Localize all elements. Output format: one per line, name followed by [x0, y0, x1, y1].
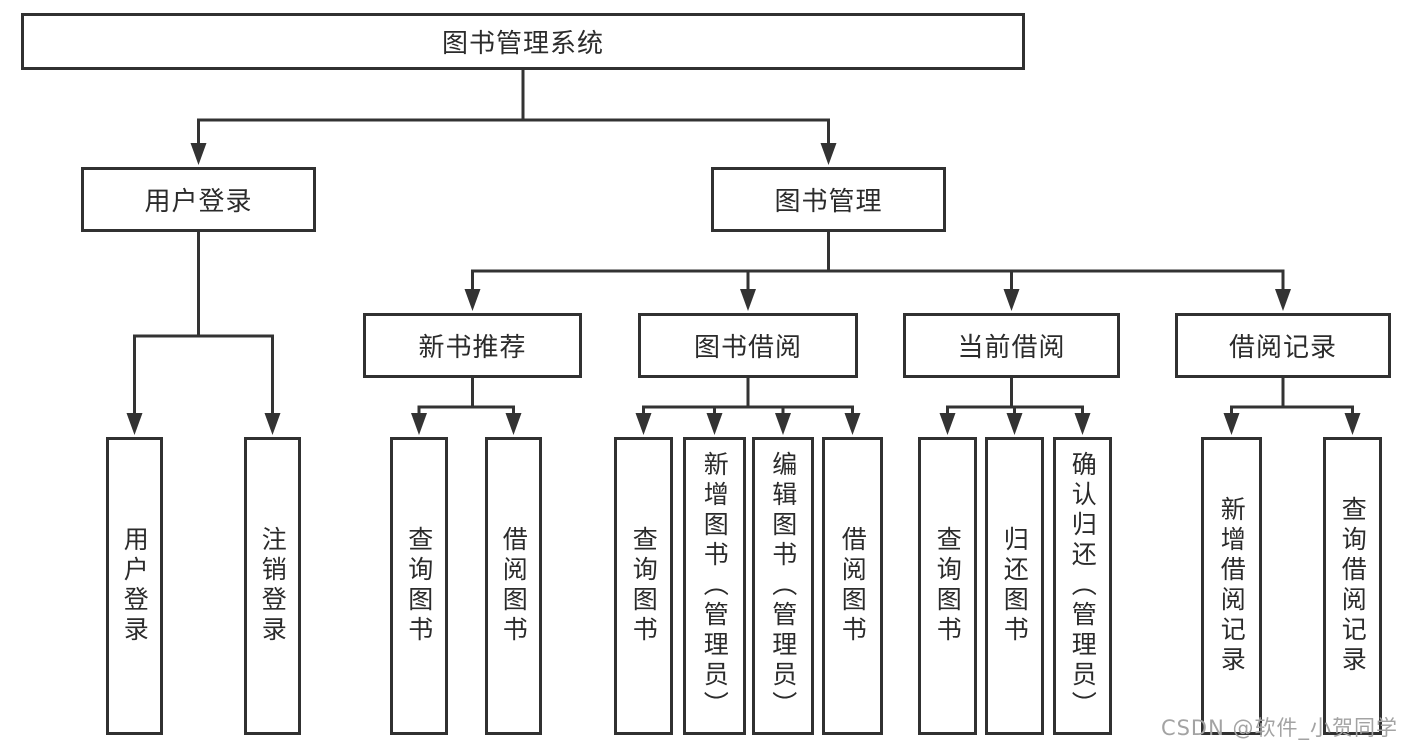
node-current-confirm-return-admin: 确认归还（管理员） [1053, 437, 1112, 735]
arrow-down-icon [264, 413, 281, 435]
node-label: 借阅图书 [838, 526, 868, 646]
arrow-down-icon [775, 413, 791, 435]
arrow-down-icon [126, 413, 143, 435]
node-borrowing-borrow-books: 借阅图书 [822, 437, 883, 735]
node-records-add-record: 新增借阅记录 [1201, 437, 1262, 735]
arrow-down-icon [411, 413, 427, 435]
arrow-down-icon [635, 413, 652, 435]
node-new-book-recommend: 新书推荐 [363, 313, 582, 378]
node-label: 确认归还（管理员） [1068, 451, 1098, 721]
arrow-down-icon [1275, 289, 1291, 311]
node-label: 查询图书 [404, 526, 434, 646]
node-current-return-books: 归还图书 [985, 437, 1044, 735]
arrow-down-icon [1223, 413, 1240, 435]
node-recommend-query-books: 查询图书 [390, 437, 448, 735]
connector-lines [133, 68, 1354, 415]
arrow-down-icon [1074, 413, 1091, 435]
node-label: 查询图书 [629, 526, 659, 646]
arrow-down-icon [505, 413, 522, 435]
node-book-borrowing: 图书借阅 [638, 313, 858, 378]
arrow-down-icon [740, 289, 756, 311]
arrow-down-icon [1344, 413, 1361, 435]
watermark: CSDN @软件_小贺同学 [1160, 716, 1398, 740]
arrow-down-icon [464, 289, 481, 311]
node-label: 注销登录 [258, 526, 288, 646]
node-records-query-record: 查询借阅记录 [1323, 437, 1382, 735]
arrow-down-icon [939, 413, 956, 435]
node-book-management: 图书管理 [711, 167, 946, 232]
node-borrowing-query-books: 查询图书 [614, 437, 673, 735]
node-borrow-records: 借阅记录 [1175, 313, 1391, 378]
node-user-login: 用户登录 [106, 437, 163, 735]
node-label: 新增图书（管理员） [700, 451, 730, 721]
node-label: 用户登录 [120, 526, 150, 646]
arrow-down-icon [820, 143, 837, 165]
arrowheads [126, 143, 1361, 435]
node-logout: 注销登录 [244, 437, 301, 735]
arrow-down-icon [844, 413, 861, 435]
node-label: 归还图书 [1000, 526, 1030, 646]
node-label: 查询图书 [933, 526, 963, 646]
node-borrowing-edit-books-admin: 编辑图书（管理员） [752, 437, 814, 735]
node-library-system: 图书管理系统 [21, 13, 1025, 70]
arrow-down-icon [706, 413, 723, 435]
arrow-down-icon [1003, 289, 1020, 311]
node-label: 编辑图书（管理员） [768, 451, 798, 721]
arrow-down-icon [1006, 413, 1023, 435]
node-recommend-borrow-books: 借阅图书 [485, 437, 542, 735]
node-current-borrowing: 当前借阅 [903, 313, 1120, 378]
node-label: 查询借阅记录 [1338, 496, 1368, 676]
node-user-login-group: 用户登录 [81, 167, 316, 232]
node-borrowing-add-books-admin: 新增图书（管理员） [683, 437, 746, 735]
arrow-down-icon [190, 143, 207, 165]
node-label: 借阅图书 [499, 526, 529, 646]
node-current-query-books: 查询图书 [918, 437, 977, 735]
node-label: 新增借阅记录 [1217, 496, 1247, 676]
